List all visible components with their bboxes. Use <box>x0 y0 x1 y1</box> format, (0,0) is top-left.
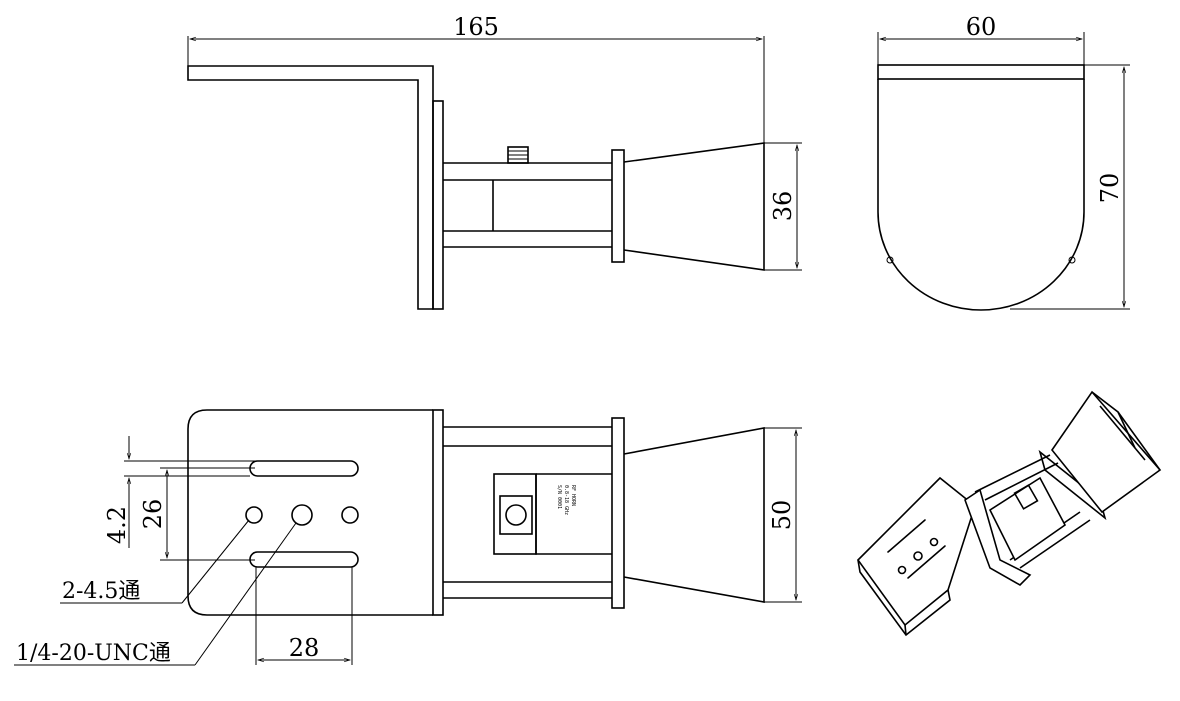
base-plate <box>187 409 433 616</box>
dim-28: 28 <box>289 634 320 662</box>
l-bracket <box>187 65 434 310</box>
threaded-hole <box>291 504 313 526</box>
horn-top <box>623 427 765 603</box>
callout-through-holes: 2-4.5通 <box>62 579 140 604</box>
dim-26: 26 <box>139 499 167 530</box>
dim-60: 60 <box>966 13 997 41</box>
dim-165: 165 <box>453 13 499 41</box>
dim-50: 50 <box>768 500 796 531</box>
horn-side <box>623 142 765 271</box>
side-view: 165 36 <box>187 13 802 310</box>
flange <box>611 149 625 263</box>
dim-4-2: 4.2 <box>103 506 131 544</box>
hole-right <box>341 506 359 524</box>
iso-horn <box>1051 390 1162 514</box>
top-plate <box>877 64 1085 80</box>
front-view: 60 70 <box>877 13 1130 311</box>
callout-threaded-hole: 1/4-20-UNC通 <box>16 641 171 666</box>
isometric-view <box>856 390 1162 637</box>
svg-text:0.8-18 GHz: 0.8-18 GHz <box>563 485 569 515</box>
hole-left <box>245 506 263 524</box>
dim-36: 36 <box>769 191 797 222</box>
housing-front <box>877 79 1085 311</box>
svg-text:S/N 0001: S/N 0001 <box>556 485 562 509</box>
upper-slot <box>249 460 359 477</box>
top-view: RF HORN 0.8-18 GHz S/N 0001 50 26 4.2 28… <box>14 409 802 666</box>
dim-70: 70 <box>1096 173 1124 204</box>
svg-text:RF HORN: RF HORN <box>570 485 576 506</box>
flange-top <box>611 417 625 609</box>
mounting-plate <box>432 100 444 310</box>
